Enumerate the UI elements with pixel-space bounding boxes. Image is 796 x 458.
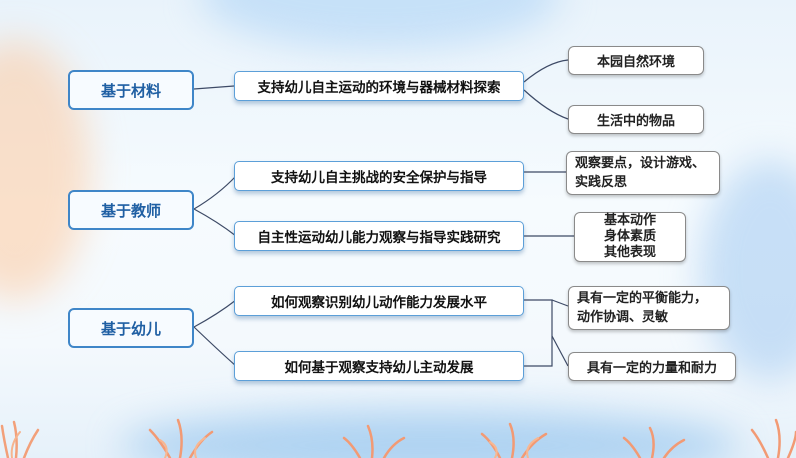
background-flare-bottom <box>120 410 740 458</box>
connector-bracket-balance <box>551 299 569 307</box>
connector-branch1-nature <box>523 59 569 83</box>
leaf-node-observe-points: 观察要点，设计游戏、 实践反思 <box>566 151 720 195</box>
connector-child-branch4 <box>193 299 237 328</box>
leaf-line: 动作协调、灵敏 <box>577 310 669 325</box>
leaf-line: 实践反思 <box>575 175 628 190</box>
root-node-child: 基于幼儿 <box>68 308 194 348</box>
leaf-line: 基本动作 <box>603 213 656 228</box>
leaf-node-abilities: 基本动作 身体素质 其他表现 <box>574 212 686 262</box>
root-node-teacher: 基于教师 <box>68 190 194 230</box>
leaf-line: 其他表现 <box>603 245 656 260</box>
leaf-line: 具有一定的平衡能力， <box>577 291 708 306</box>
connector-teacher-branch3 <box>193 208 237 237</box>
connector-bracket-strength <box>551 335 569 367</box>
branch-node-identify: 如何观察识别幼儿动作能力发展水平 <box>234 286 524 316</box>
leaf-node-balance: 具有一定的平衡能力， 动作协调、灵敏 <box>568 286 730 330</box>
leaf-node-strength: 具有一定的力量和耐力 <box>568 352 736 381</box>
branch-node-environment: 支持幼儿自主运动的环境与器械材料探索 <box>234 71 524 101</box>
connector-materials-branch <box>193 85 235 90</box>
branch-node-support: 如何基于观察支持幼儿主动发展 <box>234 351 524 381</box>
branch-node-safety: 支持幼儿自主挑战的安全保护与指导 <box>234 161 524 191</box>
connector-child-branch5 <box>193 326 237 367</box>
leaf-line: 观察要点，设计游戏、 <box>575 156 706 171</box>
leaf-node-nature: 本园自然环境 <box>568 46 704 75</box>
connector-teacher-branch2 <box>193 175 237 210</box>
connector-branch1-daily <box>523 89 569 120</box>
root-node-materials: 基于材料 <box>68 70 194 110</box>
leaf-node-daily-items: 生活中的物品 <box>568 105 704 134</box>
leaf-line: 身体素质 <box>603 229 656 244</box>
connector-bracket <box>524 299 553 367</box>
branch-node-observation: 自主性运动幼儿能力观察与指导实践研究 <box>234 221 524 251</box>
